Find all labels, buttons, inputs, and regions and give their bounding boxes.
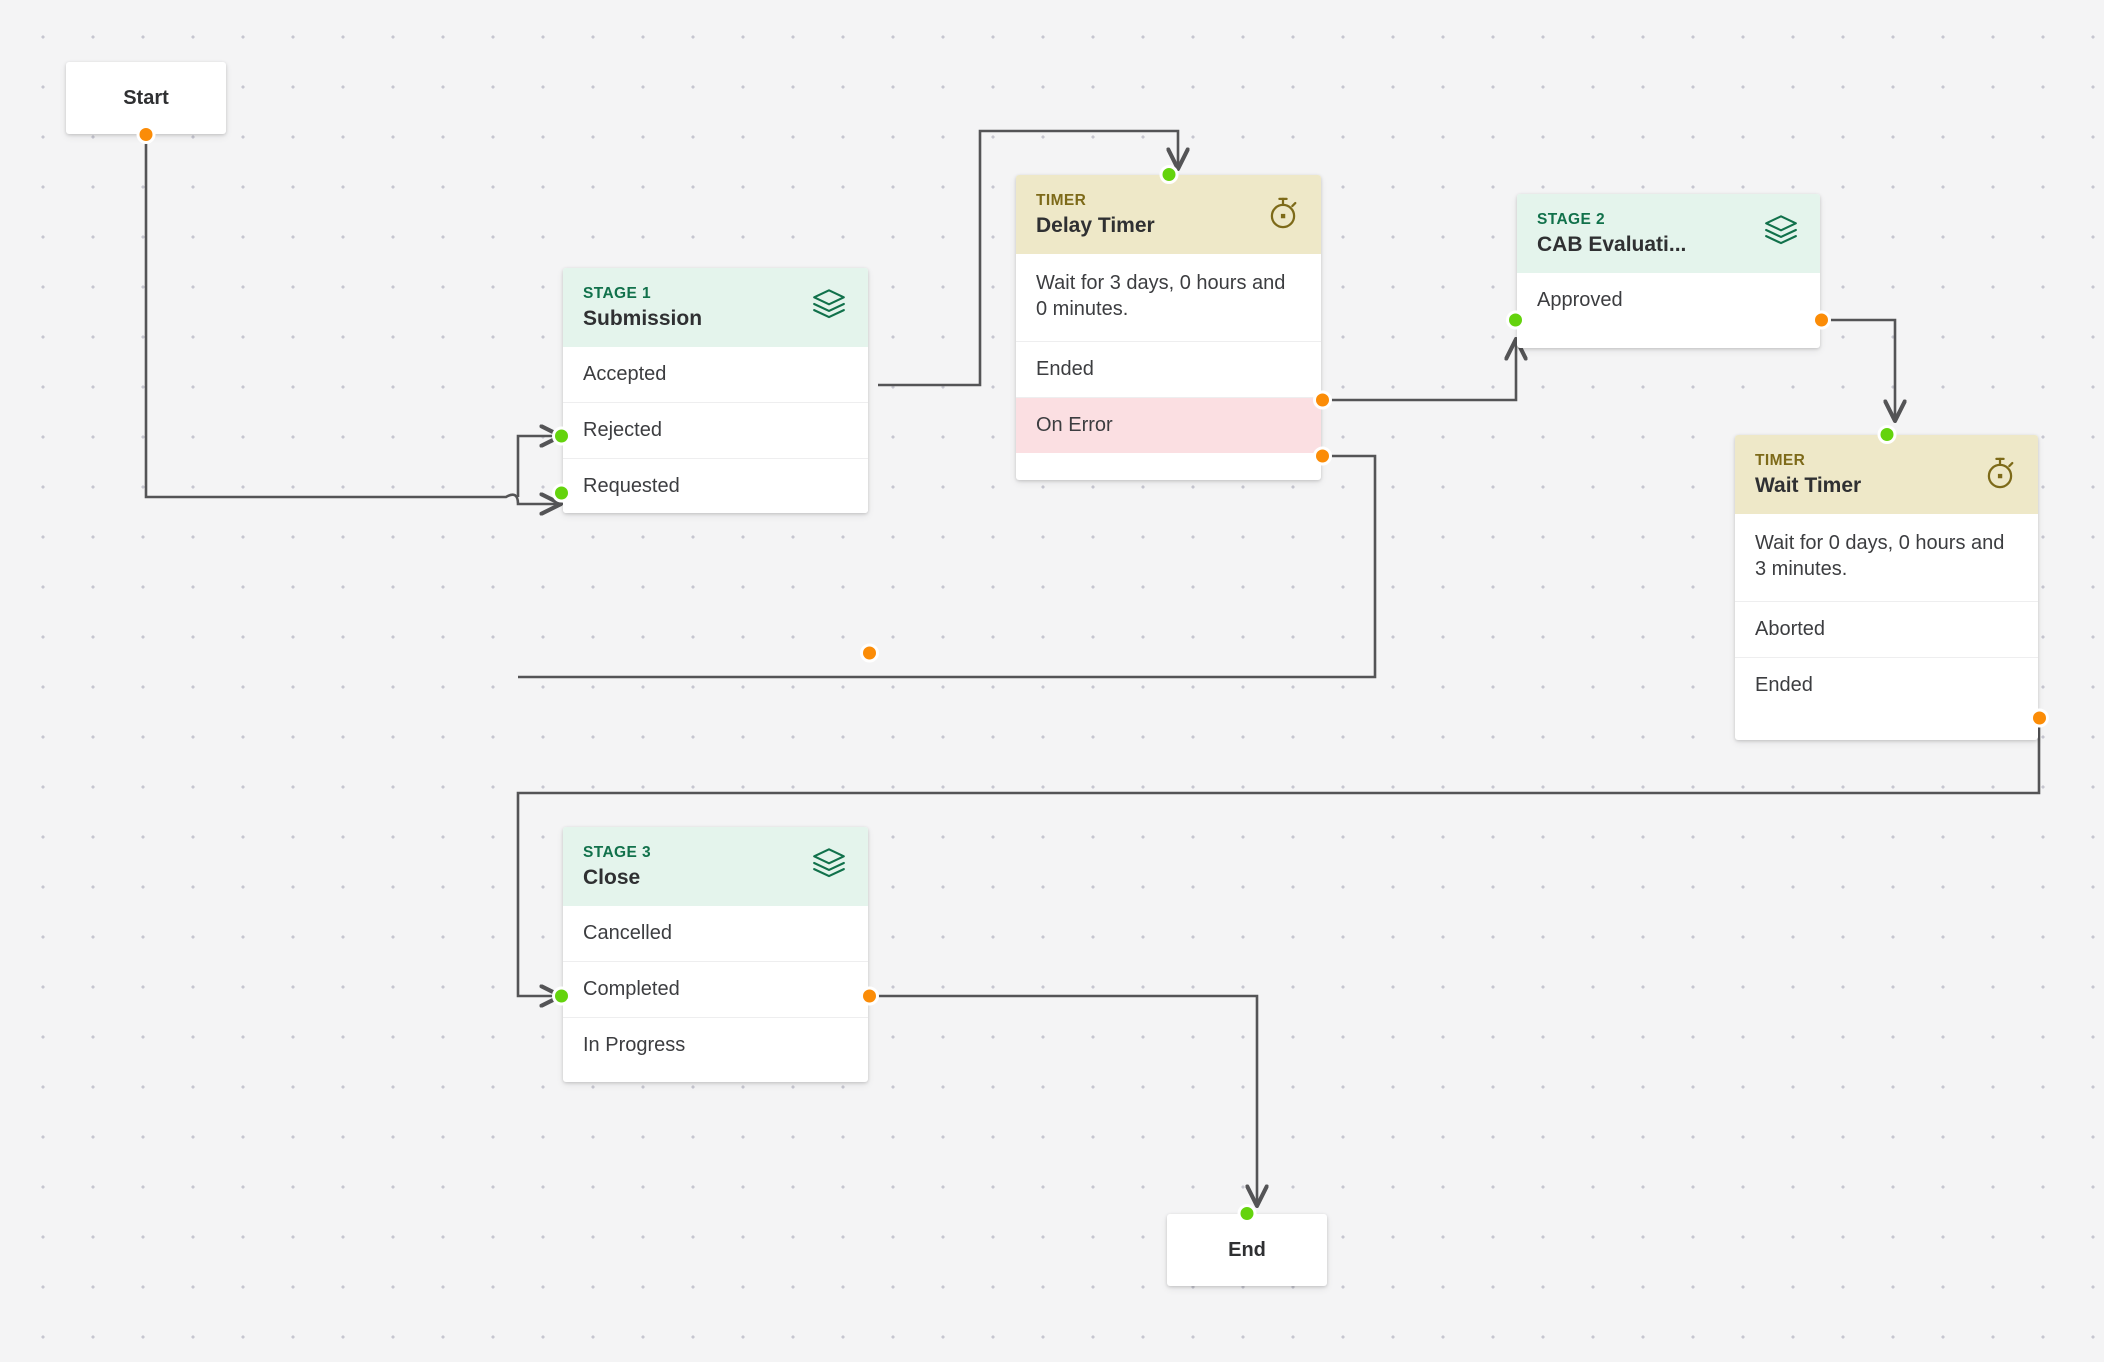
wait-timer-row-ended-label: Ended [1755, 674, 1813, 697]
stage-2-header: STAGE 2 CAB Evaluati... [1517, 194, 1820, 273]
end-input-port[interactable] [1237, 1204, 1257, 1223]
stage-3-row-completed-label: Completed [583, 977, 680, 1000]
wait-timer-input-port[interactable] [1877, 425, 1896, 444]
delay-timer-header: TIMER Delay Timer [1016, 175, 1321, 254]
end-label: End [1228, 1238, 1266, 1261]
edge-start-to-requested [144, 133, 560, 504]
node-wait-timer[interactable]: TIMER Wait Timer Wait for 0 days, 0 hour… [1735, 425, 2049, 740]
stage-1-row-accepted-label: Accepted [583, 362, 667, 385]
node-stage-2[interactable]: STAGE 2 CAB Evaluati... Approved [1506, 194, 1831, 348]
stage-2-kicker: STAGE 2 [1537, 211, 1605, 228]
wait-timer-row-ended[interactable]: Ended [1735, 658, 2038, 714]
stage-2-approved-input-port[interactable] [1506, 310, 1525, 330]
stage-3-completed-input-port[interactable] [552, 986, 571, 1006]
stage-3-title: Close [583, 866, 641, 890]
stage-1-accepted-output-port[interactable] [860, 643, 879, 663]
stage-3-header: STAGE 3 Close [563, 827, 868, 906]
stage-1-row-rejected-label: Rejected [583, 418, 662, 441]
delay-timer-on-error-output-port[interactable] [1313, 446, 1332, 466]
delay-timer-ended-output-port[interactable] [1313, 390, 1332, 410]
stage-1-row-requested[interactable]: Requested [563, 458, 868, 513]
node-end[interactable]: End [1167, 1204, 1327, 1286]
wait-timer-row-aborted[interactable]: Aborted [1735, 602, 2038, 659]
wait-timer-title: Wait Timer [1755, 474, 1862, 498]
stage-1-rejected-input-port[interactable] [552, 426, 571, 446]
stage-1-title: Submission [583, 307, 703, 331]
wait-timer-ended-output-port[interactable] [2030, 708, 2049, 728]
wait-timer-description: Wait for 0 days, 0 hours and 3 minutes. [1735, 513, 2038, 603]
stage-3-row-in-progress[interactable]: In Progress [563, 1017, 868, 1073]
delay-timer-row-ended[interactable]: Ended [1016, 342, 1321, 399]
start-output-port[interactable] [136, 125, 156, 144]
stage-3-row-cancelled[interactable]: Cancelled [563, 905, 868, 962]
stage-3-kicker: STAGE 3 [583, 844, 651, 861]
stage-1-row-requested-label: Requested [583, 474, 680, 497]
delay-timer-title: Delay Timer [1036, 214, 1155, 238]
layers-icon [810, 288, 848, 325]
start-label: Start [123, 86, 169, 109]
node-delay-timer[interactable]: TIMER Delay Timer Wait for 3 days, 0 hou… [1016, 165, 1332, 480]
wait-timer-header: TIMER Wait Timer [1735, 435, 2038, 514]
stage-1-kicker: STAGE 1 [583, 285, 651, 302]
delay-timer-description: Wait for 3 days, 0 hours and 0 minutes. [1016, 253, 1321, 343]
stage-1-requested-input-port[interactable] [552, 483, 571, 503]
stage-3-row-cancelled-label: Cancelled [583, 921, 672, 944]
layers-icon [1762, 214, 1800, 251]
edge-completed-to-end [878, 994, 1257, 1205]
stage-1-header: STAGE 1 Submission [563, 268, 868, 347]
edge-approved-to-wait-timer [1817, 318, 1895, 420]
stage-1-row-accepted[interactable]: Accepted [563, 346, 868, 403]
delay-timer-input-port[interactable] [1159, 165, 1178, 184]
stage-3-row-in-progress-label: In Progress [583, 1033, 686, 1056]
wait-timer-kicker: TIMER [1755, 452, 1806, 469]
delay-timer-row-on-error[interactable]: On Error [1016, 398, 1321, 454]
stage-2-title: CAB Evaluati... [1537, 233, 1687, 257]
stage-3-row-completed[interactable]: Completed [563, 961, 868, 1018]
layers-icon [810, 847, 848, 884]
node-stage-1[interactable]: STAGE 1 Submission Accepted Rejected [552, 268, 879, 663]
stage-1-row-rejected[interactable]: Rejected [563, 402, 868, 459]
delay-timer-kicker: TIMER [1036, 192, 1087, 209]
stopwatch-icon [1982, 455, 2018, 496]
node-start[interactable]: Start [66, 62, 226, 144]
stage-2-row-approved-label: Approved [1537, 288, 1623, 311]
edge-delay-ended-to-stage2 [1327, 340, 1516, 402]
stopwatch-icon [1265, 195, 1301, 236]
stage-2-row-approved[interactable]: Approved [1517, 272, 1820, 328]
delay-timer-row-ended-label: Ended [1036, 358, 1094, 381]
node-stage-3[interactable]: STAGE 3 Close Cancelled Completed In [552, 827, 879, 1082]
wait-timer-row-aborted-label: Aborted [1755, 618, 1826, 641]
stage-3-completed-output-port[interactable] [860, 986, 879, 1006]
stage-2-approved-output-port[interactable] [1812, 310, 1831, 330]
delay-timer-row-on-error-label: On Error [1036, 414, 1113, 437]
